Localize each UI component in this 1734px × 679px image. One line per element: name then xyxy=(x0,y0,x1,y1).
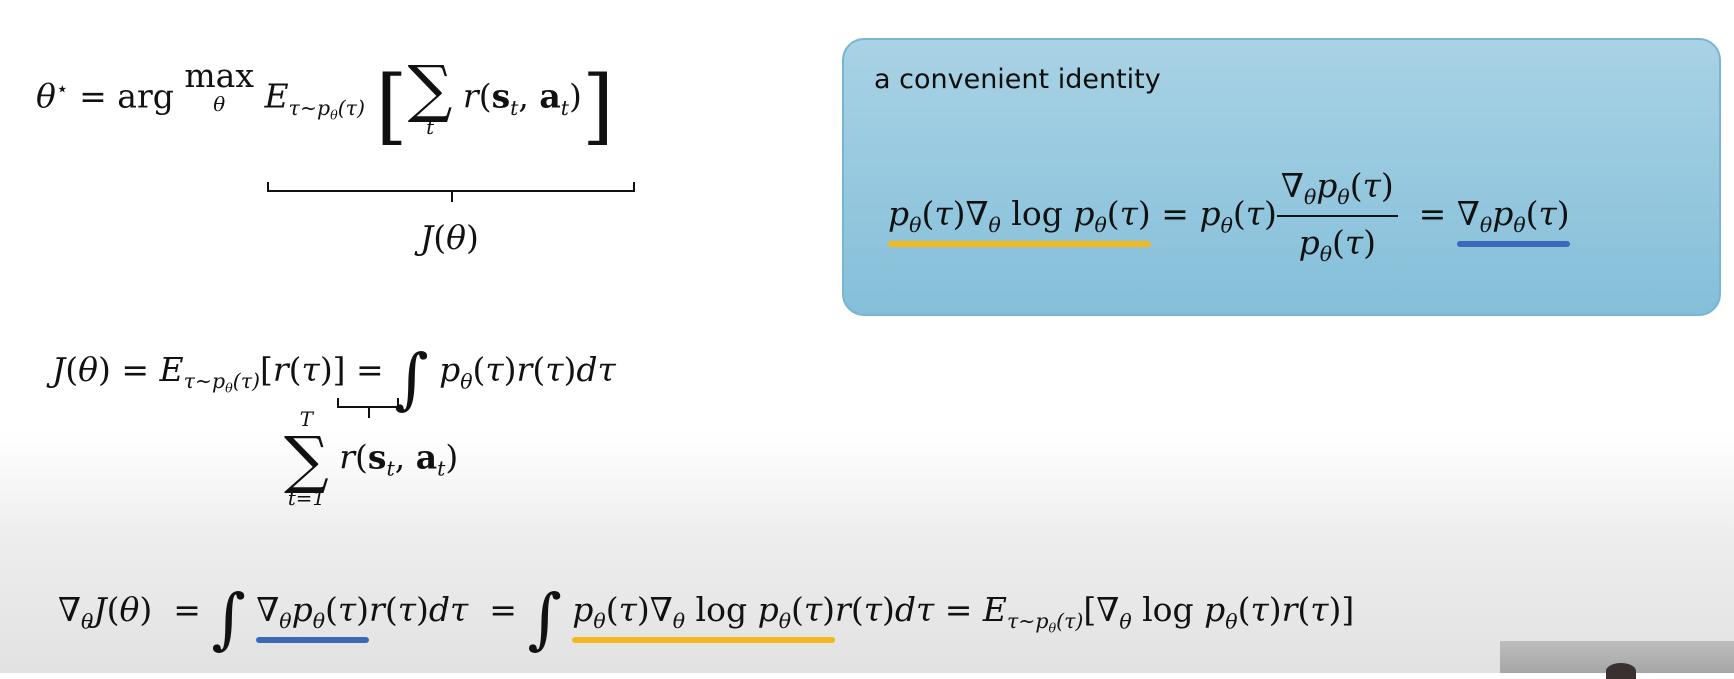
log-derivative-identity: pθ(τ)∇θ log pθ(τ) = pθ(τ)∇θpθ(τ)pθ(τ) = … xyxy=(888,166,1570,267)
orange-underline-term: pθ(τ)∇θ log pθ(τ) xyxy=(888,194,1151,248)
j-theta-label: J(θ) xyxy=(420,218,479,257)
identity-box-title: a convenient identity xyxy=(874,64,1161,95)
orange-underline-gradient-term: pθ(τ)∇θ log pθ(τ) xyxy=(572,590,836,644)
reward-sum: T∑t=1 r(st, at) xyxy=(284,408,459,511)
webcam-overlay xyxy=(1500,641,1734,679)
identity-box: a convenient identity pθ(τ)∇θ log pθ(τ) … xyxy=(842,38,1721,316)
policy-gradient-equation: ∇θJ(θ) = ∫ ∇θpθ(τ)r(τ)dτ = ∫ pθ(τ)∇θ log… xyxy=(58,580,1355,657)
blue-underline-gradient-term: ∇θpθ(τ) xyxy=(256,590,370,644)
presenter-head xyxy=(1606,663,1636,679)
blue-underline-term: ∇θpθ(τ) xyxy=(1456,194,1570,248)
j-theta-definition: J(θ) = Eτ∼pθ(τ)[r(τ)] = ∫ pθ(τ)r(τ)dτ xyxy=(52,340,616,417)
